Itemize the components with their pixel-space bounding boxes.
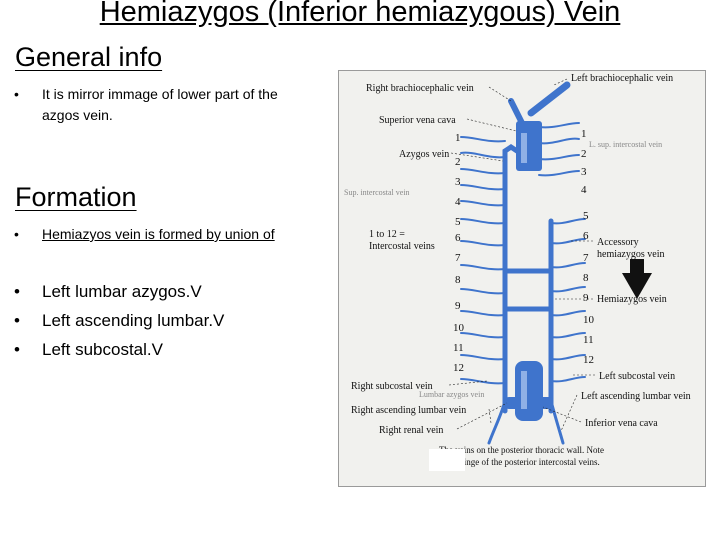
right-intercostal-numbers: 1 2 3 4 5 6 7 8 9 10 11 12: [453, 132, 465, 374]
faint-annotation: Sup. intercostal vein: [344, 188, 410, 197]
list-item: • Left subcostal.V: [14, 339, 163, 360]
general-info-bullet: • It is mirror immage of lower part of t…: [14, 84, 278, 126]
list-item-text: Left lumbar azygos.V: [42, 282, 202, 301]
label-right-renal: Right renal vein: [379, 425, 443, 436]
slide-title: Hemiazygos (Inferior hemiazygous) Vein: [99, 0, 621, 28]
bullet-dot: •: [14, 282, 20, 301]
number-label: 1: [455, 132, 461, 144]
number-label: 9: [583, 292, 589, 304]
anatomy-figure: Sup. intercostal vein L. sup. intercosta…: [338, 70, 706, 487]
list-item-text: Left subcostal.V: [42, 340, 163, 359]
formation-bullet-text: Hemiazyos vein is formed by union of: [42, 226, 275, 242]
label-superior-vena-cava: Superior vena cava: [379, 115, 456, 126]
caption-line-1: The veins on the posterior thoracic wall…: [439, 445, 604, 455]
label-right-ascending-lumbar: Right ascending lumbar vein: [351, 405, 466, 416]
number-label: 6: [583, 230, 589, 242]
number-label: 2: [455, 156, 461, 168]
number-label: 11: [453, 342, 464, 354]
caption-line-2: the drainge of the posterior intercostal…: [439, 457, 600, 467]
left-brachiocephalic-vessel: [527, 81, 571, 117]
label-left-subcostal: Left subcostal vein: [599, 371, 675, 382]
label-left-ascending-lumbar: Left ascending lumbar vein: [581, 391, 691, 402]
bullet-text: It is mirror immage of lower part of the…: [42, 84, 278, 126]
label-accessory-1: Accessory: [597, 237, 639, 248]
left-intercostal-numbers: 1 2 3 4 5 6 7 8 9 10 11 12: [581, 128, 595, 366]
number-label: 11: [583, 334, 594, 346]
right-intercostal-veins: [460, 136, 506, 385]
label-hemiazygos: Hemiazygos vein: [597, 294, 667, 305]
label-accessory-2: hemiazygos vein: [597, 249, 664, 260]
number-label: 2: [581, 148, 587, 160]
ivc-highlight: [521, 371, 527, 409]
number-label: 12: [583, 354, 594, 366]
superior-vena-cava-vessel: [516, 121, 542, 171]
number-label: 1: [581, 128, 587, 140]
number-label: 9: [455, 300, 461, 312]
faint-annotation: Lumbar azygos vein: [419, 390, 484, 399]
left-intercostal-veins: [538, 122, 586, 383]
inferior-vena-cava-vessel: [515, 361, 543, 421]
number-label: 7: [455, 252, 461, 264]
list-item-text: Left ascending lumbar.V: [42, 311, 225, 330]
number-label: 12: [453, 362, 464, 374]
azygos-vessel: [502, 143, 520, 414]
label-right-subcostal: Right subcostal vein: [351, 381, 433, 392]
number-label: 4: [455, 196, 461, 208]
label-left-brachiocephalic: Left brachiocephalic vein: [571, 73, 673, 84]
general-info-heading: General info: [15, 42, 163, 72]
bullet-dot: •: [14, 340, 20, 359]
bullet-dot: •: [14, 226, 19, 242]
label-intercostal-1: 1 to 12 =: [369, 229, 405, 240]
formation-bullet: • Hemiazyos vein is formed by union of: [14, 224, 275, 245]
blank-patch: [429, 449, 465, 471]
vein-network: [460, 81, 586, 445]
number-label: 3: [581, 166, 587, 178]
svc-highlight: [521, 133, 527, 163]
number-label: 8: [583, 272, 589, 284]
bullet-dot: •: [14, 86, 19, 102]
label-azygos-vein: Azygos vein: [399, 149, 449, 160]
number-label: 6: [455, 232, 461, 244]
number-label: 10: [453, 322, 465, 334]
label-right-brachiocephalic: Right brachiocephalic vein: [366, 83, 474, 94]
number-label: 7: [583, 252, 589, 264]
formation-heading: Formation: [15, 182, 137, 212]
right-brachiocephalic-vessel: [508, 98, 525, 126]
number-label: 3: [455, 176, 461, 188]
number-label: 10: [583, 314, 595, 326]
down-arrow-icon: [622, 259, 652, 299]
label-inferior-vena-cava: Inferior vena cava: [585, 418, 658, 429]
number-label: 5: [455, 216, 461, 228]
bullet-line-1: It is mirror immage of lower part of the: [42, 86, 278, 102]
leader-lines: [448, 78, 595, 432]
faint-annotation: L. sup. intercostal vein: [589, 140, 662, 149]
right-ascending-lumbar-vessel: [487, 399, 507, 445]
renal-vein-vessel: [505, 397, 553, 409]
number-label: 8: [455, 274, 461, 286]
number-label: 5: [583, 210, 589, 222]
label-intercostal-2: Intercostal veins: [369, 241, 435, 252]
bullet-dot: •: [14, 311, 20, 330]
left-ascending-lumbar-vessel: [549, 399, 565, 445]
list-item: • Left lumbar azygos.V: [14, 281, 202, 302]
bullet-line-2: azgos vein.: [42, 107, 113, 123]
list-item: • Left ascending lumbar.V: [14, 310, 224, 331]
vein-diagram: Sup. intercostal vein L. sup. intercosta…: [344, 73, 691, 467]
number-label: 4: [581, 184, 587, 196]
